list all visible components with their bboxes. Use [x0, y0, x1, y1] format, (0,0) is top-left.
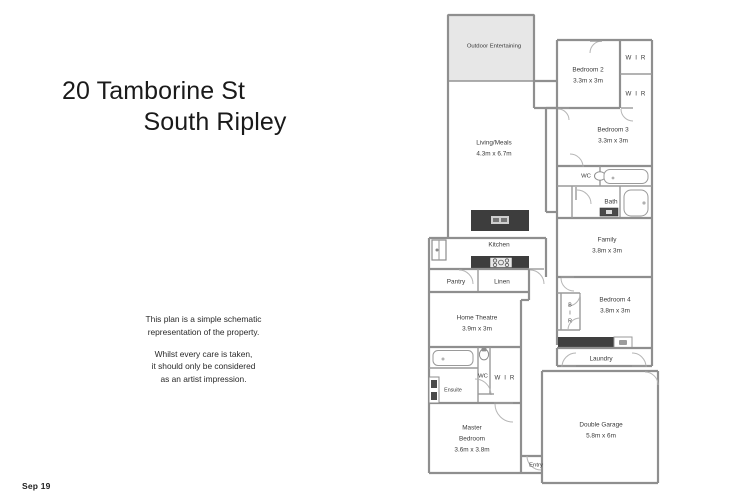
room-home-theatre [427, 292, 531, 349]
room-ensuite [427, 347, 523, 423]
label-living-meals: Living/Meals [476, 140, 512, 147]
disclaimer-p2-l3: as an artist impression. [160, 374, 247, 385]
label-wir-1: W I R [626, 55, 647, 62]
label-living-meals-dims: 4.3m x 6.7m [476, 151, 511, 158]
label-outdoor-entertaining: Outdoor Entertaining [467, 44, 521, 50]
plan-walls-outline [446, 13, 654, 366]
label-kitchen: Kitchen [488, 242, 510, 249]
disclaimer-p2-l1: Whilst every care is taken, [154, 348, 253, 359]
room-master-bedroom [427, 403, 542, 475]
room-bedroom-4 [555, 276, 652, 350]
label-master-dims: 3.6m x 3.8m [454, 447, 489, 454]
room-double-garage [540, 369, 660, 485]
label-bedroom-4-dims: 3.8m x 3m [600, 308, 630, 315]
room-kitchen [427, 210, 545, 294]
label-wc-2: WC [478, 374, 489, 380]
label-bath: Bath [604, 199, 618, 206]
room-bedroom-3 [555, 108, 652, 168]
disclaimer-text: This plan is a simple schematic represen… [106, 313, 301, 386]
label-wir-2: W I R [626, 91, 647, 98]
label-bir-i: I [569, 310, 570, 316]
label-master: Master [462, 425, 482, 432]
cooktop-icon [489, 257, 513, 268]
label-home-theatre-dims: 3.9m x 3m [462, 326, 492, 333]
disclaimer-p2-l2: it should only be considered [151, 361, 256, 372]
disclaimer-p1-l1: This plan is a simple schematic [145, 314, 262, 324]
room-wc-bath [555, 166, 652, 220]
label-master-2: Bedroom [459, 436, 485, 443]
label-bedroom-4: Bedroom 4 [599, 297, 631, 304]
label-pantry: Pantry [447, 279, 466, 286]
disclaimer-p1-l2: representation of the property. [147, 326, 260, 337]
label-bir-b: B [568, 302, 572, 308]
label-bir-r: R [568, 318, 572, 324]
label-wir-3: W I R [495, 375, 516, 382]
room-labels: Outdoor Entertaining Living/Meals 4.3m x… [444, 44, 647, 469]
title-suburb: South Ripley [143, 107, 287, 136]
label-linen: Linen [494, 279, 510, 286]
room-laundry [555, 348, 652, 368]
label-bedroom-2: Bedroom 2 [572, 67, 604, 74]
page-title: 20 Tamborine St South Ripley [62, 76, 362, 137]
label-laundry: Laundry [589, 356, 613, 363]
label-bedroom-3-dims: 3.3m x 3m [598, 138, 628, 145]
label-family-dims: 3.8m x 3m [592, 248, 622, 255]
label-ensuite: Ensuite [444, 387, 462, 393]
room-bedroom-2 [557, 40, 652, 122]
label-double-garage: Double Garage [579, 422, 623, 429]
label-bedroom-2-dims: 3.3m x 3m [573, 78, 603, 85]
title-street: 20 Tamborine St [62, 77, 246, 105]
label-entry: Entry [529, 463, 543, 469]
label-family: Family [598, 237, 618, 244]
label-double-garage-dims: 5.8m x 6m [586, 433, 616, 440]
label-home-theatre: Home Theatre [457, 315, 498, 322]
date-stamp: Sep 19 [22, 481, 51, 491]
label-bedroom-3: Bedroom 3 [597, 127, 629, 134]
label-wc-1: WC [581, 174, 592, 180]
